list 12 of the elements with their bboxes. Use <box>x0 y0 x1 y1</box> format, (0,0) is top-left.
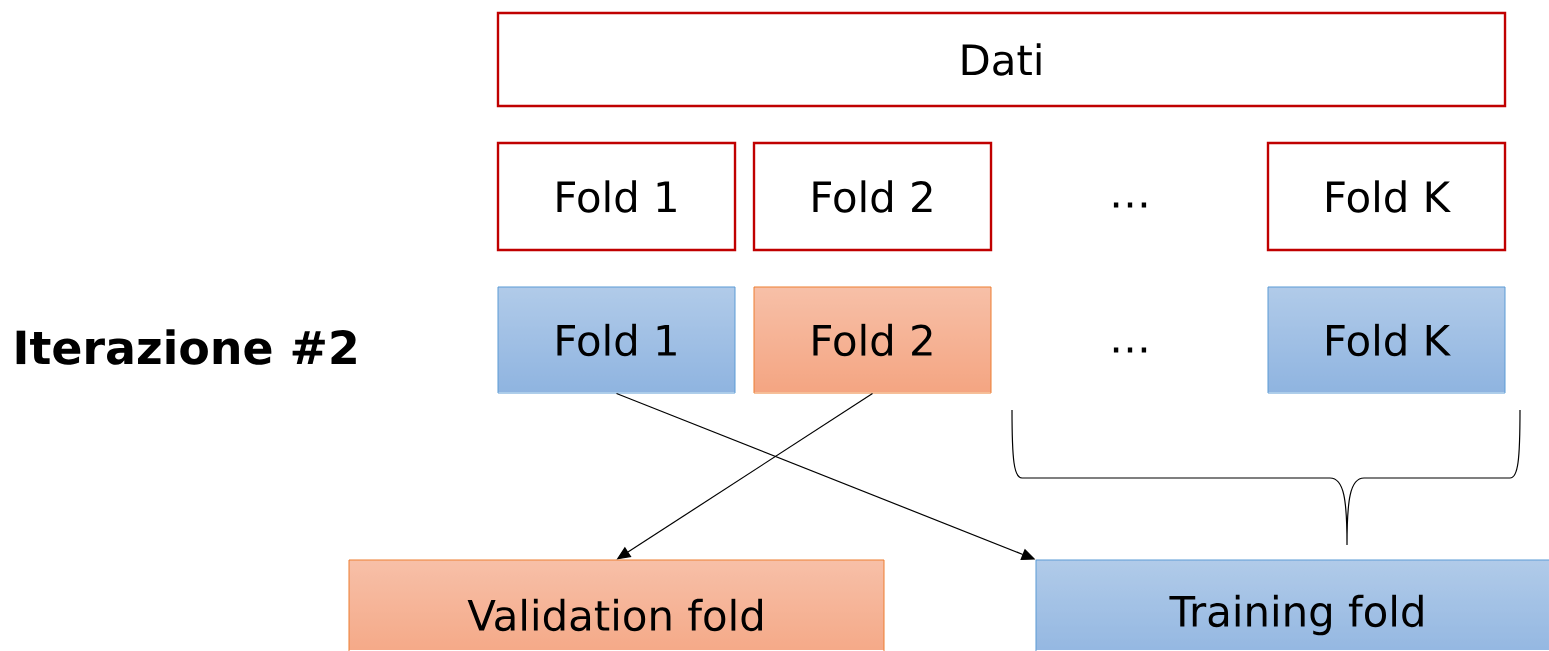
fold-box: Dati <box>496 11 1507 108</box>
dots-label: … <box>1113 202 1147 208</box>
fold-box: Fold 1 <box>496 141 737 252</box>
training-box: Fold K <box>1267 286 1506 394</box>
fold-box: Fold K <box>1266 141 1507 252</box>
validation-box: Fold 2 <box>753 286 992 394</box>
fold-box: Fold 2 <box>752 141 993 252</box>
validation-box: Validation fold <box>348 559 885 651</box>
training-box: Fold 1 <box>497 286 736 394</box>
dots-label: … <box>1113 347 1147 353</box>
training-box: Training fold <box>1035 559 1549 651</box>
iteration-label: Iterazione #2 <box>16 329 356 365</box>
